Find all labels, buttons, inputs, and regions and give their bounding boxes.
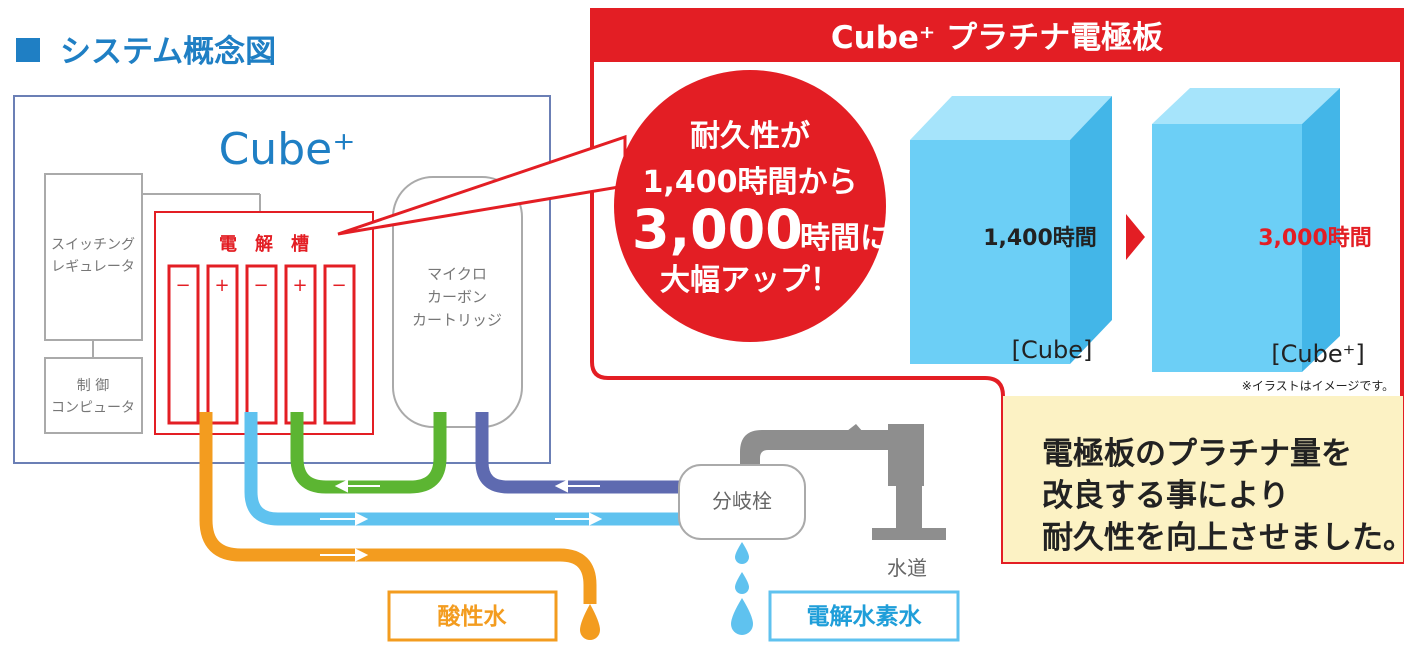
light-blue-pipe: [244, 412, 690, 526]
durability-bubble: [614, 70, 886, 342]
panel-title-bar: [592, 10, 1402, 62]
electrode-sign: −: [175, 275, 190, 296]
electrode-sign: −: [253, 275, 268, 296]
hydrogen-water-label: 電解水素水: [807, 603, 923, 630]
old-hours-label: 1,400時間: [983, 226, 1097, 251]
switching-regulator-label-2: レギュレータ: [51, 259, 135, 275]
note-line-3: 耐久性を向上させました。: [1042, 520, 1410, 556]
hydrogen-water-label-box: [768, 590, 960, 642]
purple-pipe: [475, 412, 690, 494]
section-title: システム概念図: [60, 34, 276, 70]
panel-title: Cube⁺ プラチナ電極板: [831, 20, 1163, 56]
splitter-valve-label: 分岐栓: [712, 489, 772, 513]
flow-arrow: [554, 479, 568, 493]
faucet-lever: [838, 424, 870, 440]
water-drop-icon: [731, 598, 753, 635]
new-hours-label: 3,000時間: [1258, 226, 1372, 251]
flow-arrow: [355, 548, 369, 562]
cartridge-label-2: カーボン: [427, 288, 487, 306]
electrode-sign: −: [331, 275, 346, 296]
plate-top: [910, 96, 1112, 140]
bubble-line-2: 1,400時間から: [643, 165, 858, 200]
faucet: [740, 424, 946, 540]
plate-front: [1152, 124, 1302, 372]
note-line-1: 電極板のプラチナ量を: [1042, 436, 1352, 472]
electrolysis-tank-label: 電 解 槽: [219, 233, 309, 255]
control-computer-label-2: コンピュータ: [51, 400, 135, 416]
acidic-water-label: 酸性水: [438, 604, 508, 630]
upgrade-arrow-icon: [1126, 214, 1145, 260]
cube-plate-new: [1152, 88, 1340, 372]
illustration-footnote: ※イラストはイメージです。: [1242, 379, 1394, 393]
old-model-label: [Cube]: [1012, 336, 1093, 364]
cartridge-box: [392, 176, 523, 428]
faucet-body: [896, 486, 922, 530]
bubble-big-number: 3,000: [632, 198, 803, 261]
title-square-icon: [16, 38, 40, 62]
acidic-water-drop-icon: [580, 604, 600, 640]
bubble-line-4: 大幅アップ！: [660, 263, 840, 298]
water-drop-icon: [735, 572, 749, 594]
electrode-sign: +: [214, 275, 229, 296]
flow-arrow: [355, 512, 369, 526]
note-line-2: 改良する事により: [1042, 478, 1290, 514]
control-computer-box: [44, 357, 143, 434]
plate-side: [1302, 88, 1340, 372]
plate-top: [1152, 88, 1340, 124]
faucet-handle: [888, 424, 924, 486]
electrode-sign: +: [292, 275, 307, 296]
orange-pipe: [199, 412, 597, 604]
flow-arrow: [589, 512, 603, 526]
switching-regulator-label-1: スイッチング: [51, 237, 135, 253]
electrolysis-tank-box: [154, 211, 374, 435]
plate-side: [1070, 96, 1112, 364]
switching-regulator-box: [44, 173, 143, 341]
control-computer-label-1: 制 御: [77, 378, 109, 394]
electrode-plate: [245, 264, 278, 425]
splitter-valve-box: [678, 464, 806, 540]
electrode-plate: [206, 264, 239, 425]
bubble-line-3: 時間に: [800, 221, 890, 256]
cartridge-label-1: マイクロ: [427, 265, 487, 283]
bubble-line-1: 耐久性が: [690, 119, 810, 154]
cube-plate-old: [910, 96, 1112, 364]
flow-arrow: [334, 479, 348, 493]
acidic-water-label-box: [387, 590, 558, 642]
plate-front: [910, 140, 1070, 364]
electrode-plate: [167, 264, 200, 425]
faucet-base: [872, 528, 946, 540]
electrode-plate: [323, 264, 356, 425]
new-model-label: [Cube⁺]: [1271, 340, 1364, 368]
tap-label: 水道: [887, 556, 927, 580]
cartridge-label-3: カートリッジ: [412, 311, 502, 329]
water-drop-icon: [735, 542, 749, 564]
device-name: Cube⁺: [219, 124, 356, 175]
flow-arrows: [320, 479, 603, 562]
faucet-spout: [740, 430, 888, 468]
water-drops: [731, 542, 753, 635]
note-box: [1003, 396, 1403, 562]
